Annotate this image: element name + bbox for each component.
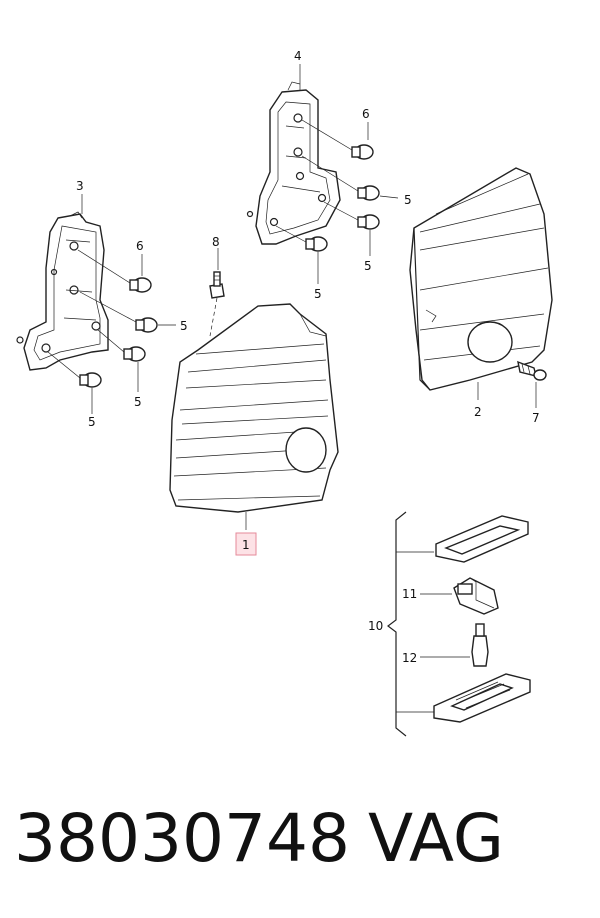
screw-7 bbox=[517, 360, 547, 381]
bulb-holder-top bbox=[246, 81, 341, 245]
callout-5-f[interactable]: 5 bbox=[314, 287, 322, 301]
lamp-lens bbox=[433, 673, 531, 723]
leader-lines bbox=[81, 64, 537, 530]
callout-4[interactable]: 4 bbox=[294, 49, 302, 63]
bulb-5a bbox=[79, 291, 158, 333]
callout-3[interactable]: 3 bbox=[76, 179, 84, 193]
callout-5-e[interactable]: 5 bbox=[364, 259, 372, 273]
callout-5-d[interactable]: 5 bbox=[404, 193, 412, 207]
callout-5-b[interactable]: 5 bbox=[134, 395, 142, 409]
bulb-holder-left bbox=[16, 211, 109, 371]
seal-gasket bbox=[435, 515, 529, 563]
bulb-5b bbox=[97, 329, 146, 362]
callout-5-a[interactable]: 5 bbox=[180, 319, 188, 333]
callout-6-a[interactable]: 6 bbox=[136, 239, 144, 253]
callout-10[interactable]: 10 bbox=[368, 619, 383, 633]
assembly-10-bracket bbox=[387, 511, 470, 737]
callout-1-highlight bbox=[235, 532, 257, 556]
tail-light-2 bbox=[409, 167, 553, 391]
callout-2[interactable]: 2 bbox=[474, 405, 482, 419]
callout-8[interactable]: 8 bbox=[212, 235, 220, 249]
bulb-6b bbox=[301, 119, 374, 160]
callout-12[interactable]: 12 bbox=[402, 651, 417, 665]
callout-6-b[interactable]: 6 bbox=[362, 107, 370, 121]
callout-1[interactable]: 1 bbox=[242, 538, 250, 552]
bulb-12 bbox=[471, 623, 489, 667]
bulb-5e bbox=[323, 201, 380, 230]
tail-light-1 bbox=[169, 303, 339, 513]
bulb-socket-11 bbox=[453, 577, 499, 615]
bulb-5d bbox=[301, 155, 380, 201]
screw-8 bbox=[209, 271, 225, 337]
part-number-label: 38030748 bbox=[14, 800, 350, 877]
brand-label: VAG bbox=[368, 800, 505, 877]
callout-5-c[interactable]: 5 bbox=[88, 415, 96, 429]
bulb-5c bbox=[47, 351, 102, 388]
callout-11[interactable]: 11 bbox=[402, 587, 417, 601]
callout-7[interactable]: 7 bbox=[532, 411, 540, 425]
bulb-5f bbox=[275, 225, 328, 252]
bulb-6a bbox=[77, 249, 152, 293]
